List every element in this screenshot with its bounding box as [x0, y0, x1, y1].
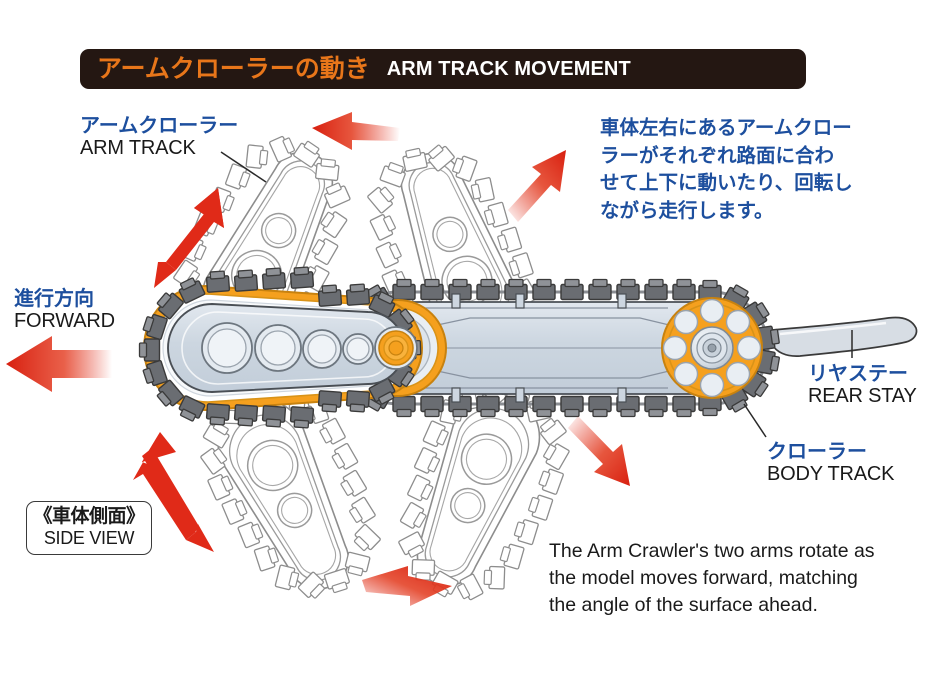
leader-arm-track	[220, 151, 267, 183]
header-banner: アームクローラーの動き ARM TRACK MOVEMENT	[80, 49, 806, 89]
japanese-description: 車体左右にあるアームクロー ラーがそれぞれ路面に合わ せて上下に動いたり、回転し…	[600, 115, 930, 226]
en-line-3: the angle of the surface ahead.	[549, 593, 818, 616]
label-arm-track-jp: アームクローラー	[80, 115, 239, 137]
arm-pivot-sprocket	[374, 326, 418, 370]
label-body-track: クローラー BODY TRACK	[767, 441, 895, 485]
jp-line-1: 車体左右にあるアームクロー	[600, 117, 852, 139]
ghost-arm-lower-right	[397, 376, 571, 604]
arm-roller-1	[201, 322, 253, 374]
leader-body-track	[743, 403, 767, 438]
label-forward: 進行方向 FORWARD	[14, 288, 115, 332]
label-rear-stay-en: REAR STAY	[808, 384, 917, 407]
label-body-track-en: BODY TRACK	[767, 462, 895, 485]
label-forward-jp: 進行方向	[14, 288, 94, 310]
side-view-badge: 《車体側面》 SIDE VIEW	[26, 501, 152, 555]
header-title-jp: アームクローラーの動き	[97, 54, 370, 83]
english-description: The Arm Crawler's two arms rotate as the…	[549, 538, 929, 619]
side-view-jp: 《車体側面》	[33, 506, 145, 528]
header-title-en: ARM TRACK MOVEMENT	[386, 58, 631, 80]
jp-line-3: せて上下に動いたり、回転し	[600, 172, 853, 195]
label-rear-stay: リヤステー REAR STAY	[808, 363, 917, 407]
side-view-en: SIDE VIEW	[43, 528, 135, 549]
forward-arrow	[6, 336, 112, 392]
arm-travel-arrow-lower-left	[133, 432, 214, 552]
arm-travel-arrow-upper-left	[154, 188, 224, 288]
jp-line-4: ながら走行します。	[600, 200, 774, 223]
label-rear-stay-jp: リヤステー	[808, 363, 908, 385]
label-body-track-jp: クローラー	[767, 441, 867, 463]
label-arm-track-en: ARM TRACK	[80, 136, 196, 159]
arm-frame	[167, 303, 418, 393]
rear-drive-wheel	[661, 297, 763, 399]
rotation-arrow-top-left	[312, 112, 400, 150]
label-arm-track: アームクローラー ARM TRACK	[80, 115, 239, 159]
label-forward-en: FORWARD	[14, 309, 115, 332]
rotation-arrow-bottom-right	[568, 416, 630, 486]
en-line-1: The Arm Crawler's two arms rotate as	[549, 540, 875, 562]
en-line-2: the model moves forward, matching	[549, 566, 858, 589]
rear-stay	[771, 316, 918, 357]
rotation-arrow-bottom	[362, 566, 452, 606]
jp-line-2: ラーがそれぞれ路面に合わ	[600, 144, 835, 167]
leader-lines	[220, 151, 853, 438]
rotation-arrow-top-right	[508, 150, 566, 222]
arm-roller-3	[302, 329, 342, 369]
arm-roller-4	[342, 333, 374, 365]
arm-roller-2	[254, 324, 302, 372]
